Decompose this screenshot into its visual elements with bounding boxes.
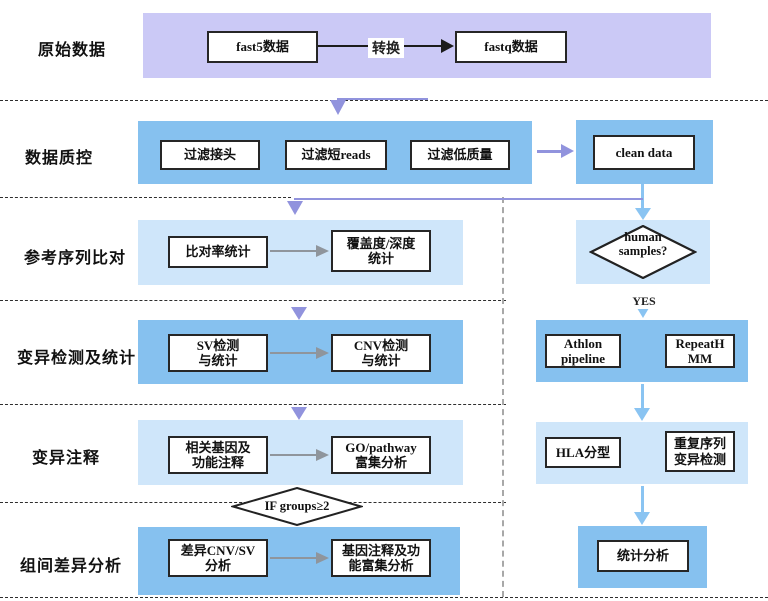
node-sv-line2: 与统计: [198, 353, 238, 368]
clean-to-human-connector: [641, 184, 644, 210]
human-samples-line1: human: [624, 230, 662, 244]
variant-gray-arrowhead-icon: [316, 347, 329, 359]
node-gene-enrich-line2: 能富集分析: [348, 558, 414, 573]
column-divider: [502, 197, 504, 597]
annot-gray-arrowhead-icon: [316, 449, 329, 461]
human-samples-diamond: [589, 225, 697, 279]
variant-to-annot-arrowhead-icon: [291, 407, 307, 420]
clean-to-human-arrowhead-icon: [635, 208, 651, 220]
node-coverage-line2: 统计: [367, 251, 394, 266]
node-filter-short-label: 过滤短reads: [301, 147, 371, 163]
node-gene-enrich: 基因注释及功 能富集分析: [331, 539, 431, 577]
node-go-line2: 富集分析: [354, 455, 407, 470]
node-fastq: fastq数据: [455, 31, 567, 63]
node-go-line1: GO/pathway: [345, 439, 417, 455]
align-to-variant-arrowhead-icon: [291, 307, 307, 320]
node-genes: 相关基因及 功能注释: [168, 436, 268, 474]
node-cnv: CNV检测 与统计: [331, 334, 431, 372]
human-samples-line2: samples?: [618, 244, 668, 259]
variant-gray-line: [270, 352, 318, 354]
convert-label: 转换: [368, 38, 404, 58]
node-fast5-label: fast5数据: [236, 39, 289, 55]
node-coverage: 覆盖度/深度 统计: [331, 230, 431, 272]
node-repeathmm-line2: MM: [687, 351, 713, 366]
qc-to-clean-line: [537, 150, 563, 153]
node-diff-line1: 差异CNV/SV: [180, 542, 256, 558]
separator-6: [0, 597, 768, 598]
row-label-group: 组间差异分析: [20, 558, 123, 575]
align-gray-line: [270, 250, 318, 252]
hla-to-stats-arrowhead-icon: [634, 512, 650, 525]
hla-to-stats-connector: [641, 486, 644, 514]
athlon-to-hla-connector: [641, 384, 644, 410]
node-filter-adapter: 过滤接头: [160, 140, 260, 170]
qc-to-clean-arrowhead-icon: [561, 144, 574, 158]
node-filter-adapter-label: 过滤接头: [183, 147, 236, 163]
node-stats: 统计分析: [597, 540, 689, 572]
row-label-annot: 变异注释: [32, 450, 101, 467]
node-repeat-var: 重复序列 变异检测: [665, 431, 735, 472]
node-clean-data-label: clean data: [615, 144, 673, 160]
separator-2: [0, 197, 291, 198]
node-repeathmm-line1: RepeatH: [675, 335, 725, 351]
yes-arrowhead-icon: [637, 308, 649, 318]
node-cnv-line1: CNV检测: [353, 337, 409, 353]
node-coverage-line1: 覆盖度/深度: [346, 235, 416, 251]
if-groups-diamond: [231, 487, 363, 526]
yes-label: YES: [628, 294, 660, 309]
node-hla-label: HLA分型: [555, 444, 611, 460]
node-filter-lowq-label: 过滤低质量: [427, 147, 493, 163]
group-gray-line: [270, 557, 318, 559]
athlon-to-hla-arrowhead-icon: [634, 408, 650, 421]
if-groups-text: IF groups≥2: [264, 499, 330, 513]
separator-1: [0, 100, 768, 101]
convert-arrowhead-icon: [441, 39, 454, 53]
node-fastq-label: fastq数据: [484, 39, 538, 55]
annot-gray-line: [270, 454, 318, 456]
align-gray-arrowhead-icon: [316, 245, 329, 257]
node-align-rate: 比对率统计: [168, 236, 268, 268]
node-repeat-var-line2: 变异检测: [673, 451, 726, 467]
row-label-align: 参考序列比对: [24, 250, 127, 267]
node-repeat-var-line1: 重复序列: [673, 436, 726, 452]
row-label-raw: 原始数据: [38, 42, 107, 59]
node-align-rate-label: 比对率统计: [185, 244, 251, 260]
node-go: GO/pathway 富集分析: [331, 436, 431, 474]
node-sv-line1: SV检测: [196, 337, 240, 353]
node-filter-lowq: 过滤低质量: [410, 140, 510, 170]
node-stats-label: 统计分析: [616, 548, 669, 564]
node-sv: SV检测 与统计: [168, 334, 268, 372]
node-hla: HLA分型: [545, 437, 621, 468]
row-label-variant: 变异检测及统计: [17, 350, 137, 367]
node-fast5: fast5数据: [207, 31, 318, 63]
group-gray-arrowhead-icon: [316, 552, 329, 564]
node-genes-line2: 功能注释: [191, 455, 244, 470]
node-gene-enrich-line1: 基因注释及功: [341, 542, 420, 558]
clean-to-align-arrowhead-icon: [287, 201, 303, 215]
raw-to-qc-connector-h: [337, 98, 428, 100]
separator-4: [0, 404, 506, 405]
node-diff: 差异CNV/SV 分析: [168, 539, 268, 577]
node-athlon-line1: Athlon: [563, 335, 603, 351]
node-clean-data: clean data: [593, 135, 695, 170]
node-cnv-line2: 与统计: [361, 353, 401, 368]
separator-3: [0, 300, 506, 301]
clean-to-align-connector-h: [294, 198, 643, 200]
node-repeathmm: RepeatH MM: [665, 334, 735, 368]
node-diff-line2: 分析: [204, 558, 231, 573]
row-label-qc: 数据质控: [25, 150, 94, 167]
human-samples-text: human samples?: [589, 230, 697, 259]
node-filter-short: 过滤短reads: [285, 140, 387, 170]
raw-to-qc-arrowhead-icon: [330, 100, 346, 115]
node-athlon-line2: pipeline: [560, 351, 606, 366]
node-genes-line1: 相关基因及: [185, 439, 251, 455]
node-athlon: Athlon pipeline: [545, 334, 621, 368]
